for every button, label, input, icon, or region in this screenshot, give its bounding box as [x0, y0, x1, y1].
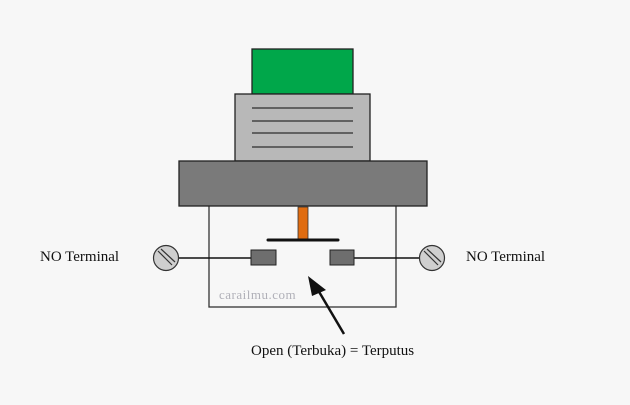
mounting-base — [178, 160, 428, 207]
left-terminal-label: NO Terminal — [40, 249, 120, 265]
right-screw-icon — [418, 244, 446, 272]
right-fixed-contact — [329, 249, 355, 266]
pointer-arrow-icon — [308, 276, 346, 335]
left-screw-icon — [152, 244, 180, 272]
plunger-stem — [297, 206, 309, 240]
push-button-cap — [251, 48, 354, 95]
left-fixed-contact — [250, 249, 277, 266]
watermark: carailmu.com — [219, 287, 297, 302]
right-terminal-label: NO Terminal — [466, 249, 546, 265]
switch-body — [234, 93, 371, 162]
body-grip-lines — [252, 107, 353, 148]
caption: Open (Terbuka) = Terputus — [251, 343, 415, 359]
